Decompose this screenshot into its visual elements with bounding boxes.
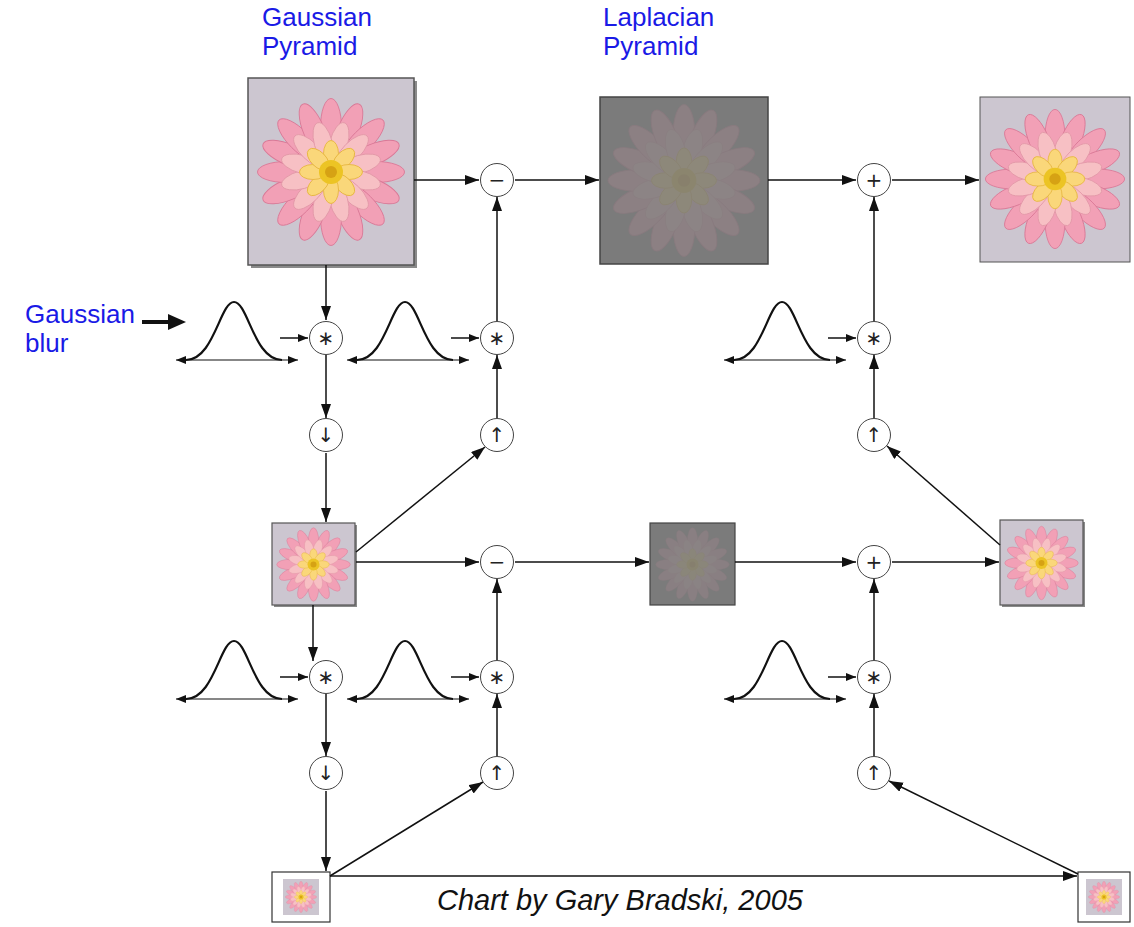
gaussian-image	[272, 872, 330, 922]
reconstructed-image	[1000, 520, 1085, 607]
connector-arrow	[873, 355, 875, 418]
operator-symbol: +	[866, 552, 883, 572]
connector-arrow	[496, 579, 498, 660]
connector-arrow	[496, 355, 498, 418]
operator-symbol: ↑	[489, 425, 506, 445]
operator-circle: ↓	[309, 418, 343, 452]
connector-arrow	[873, 694, 875, 756]
reconstructed-image	[1078, 872, 1130, 922]
laplacian-image	[650, 523, 735, 605]
gaussian-image	[272, 523, 357, 607]
operator-circle: ∗	[480, 660, 514, 694]
operator-circle: ↑	[480, 418, 514, 452]
operator-symbol: +	[866, 170, 883, 190]
connector-arrow	[496, 197, 498, 321]
operator-symbol: ∗	[489, 328, 506, 348]
operator-symbol: ∗	[489, 667, 506, 687]
connector-arrow	[325, 694, 327, 756]
heading-label: Gaussian Pyramid	[262, 3, 384, 61]
operator-circle: ∗	[857, 321, 891, 355]
heading-label: Gaussian blur	[25, 300, 140, 358]
connector-arrow	[496, 694, 498, 756]
operator-symbol: ∗	[866, 667, 883, 687]
operator-symbol: ∗	[318, 667, 335, 687]
signal-wire	[313, 180, 1078, 876]
operator-symbol: −	[489, 552, 506, 572]
operator-symbol: ↑	[866, 425, 883, 445]
operator-circle: ↑	[480, 756, 514, 790]
operator-symbol: ↑	[489, 763, 506, 783]
operator-circle: ↑	[857, 756, 891, 790]
operator-circle: +	[857, 545, 891, 579]
gaussian-kernel	[176, 302, 856, 699]
operator-circle: ↓	[309, 756, 343, 790]
operator-symbol: ↑	[866, 763, 883, 783]
operator-circle: ∗	[309, 660, 343, 694]
operator-circle: ∗	[309, 321, 343, 355]
operator-symbol: ∗	[318, 328, 335, 348]
operator-symbol: −	[489, 170, 506, 190]
operator-circle: −	[480, 163, 514, 197]
operator-circle: ↑	[857, 418, 891, 452]
laplacian-image	[600, 97, 768, 264]
connector-arrow	[873, 197, 875, 321]
chart-credit: Chart by Gary Bradski, 2005	[437, 884, 803, 916]
gaussian-image	[248, 78, 417, 268]
connector-arrow	[325, 355, 327, 418]
connector-arrow	[873, 579, 875, 660]
operator-circle: ∗	[480, 321, 514, 355]
operator-circle: −	[480, 545, 514, 579]
pointer-arrow	[142, 314, 186, 330]
operator-circle: +	[857, 163, 891, 197]
operator-symbol: ↓	[318, 763, 335, 783]
reconstructed-image	[980, 97, 1130, 262]
operator-symbol: ∗	[866, 328, 883, 348]
heading-label: Laplacian Pyramid	[603, 3, 733, 61]
operator-circle: ∗	[857, 660, 891, 694]
operator-symbol: ↓	[318, 425, 335, 445]
